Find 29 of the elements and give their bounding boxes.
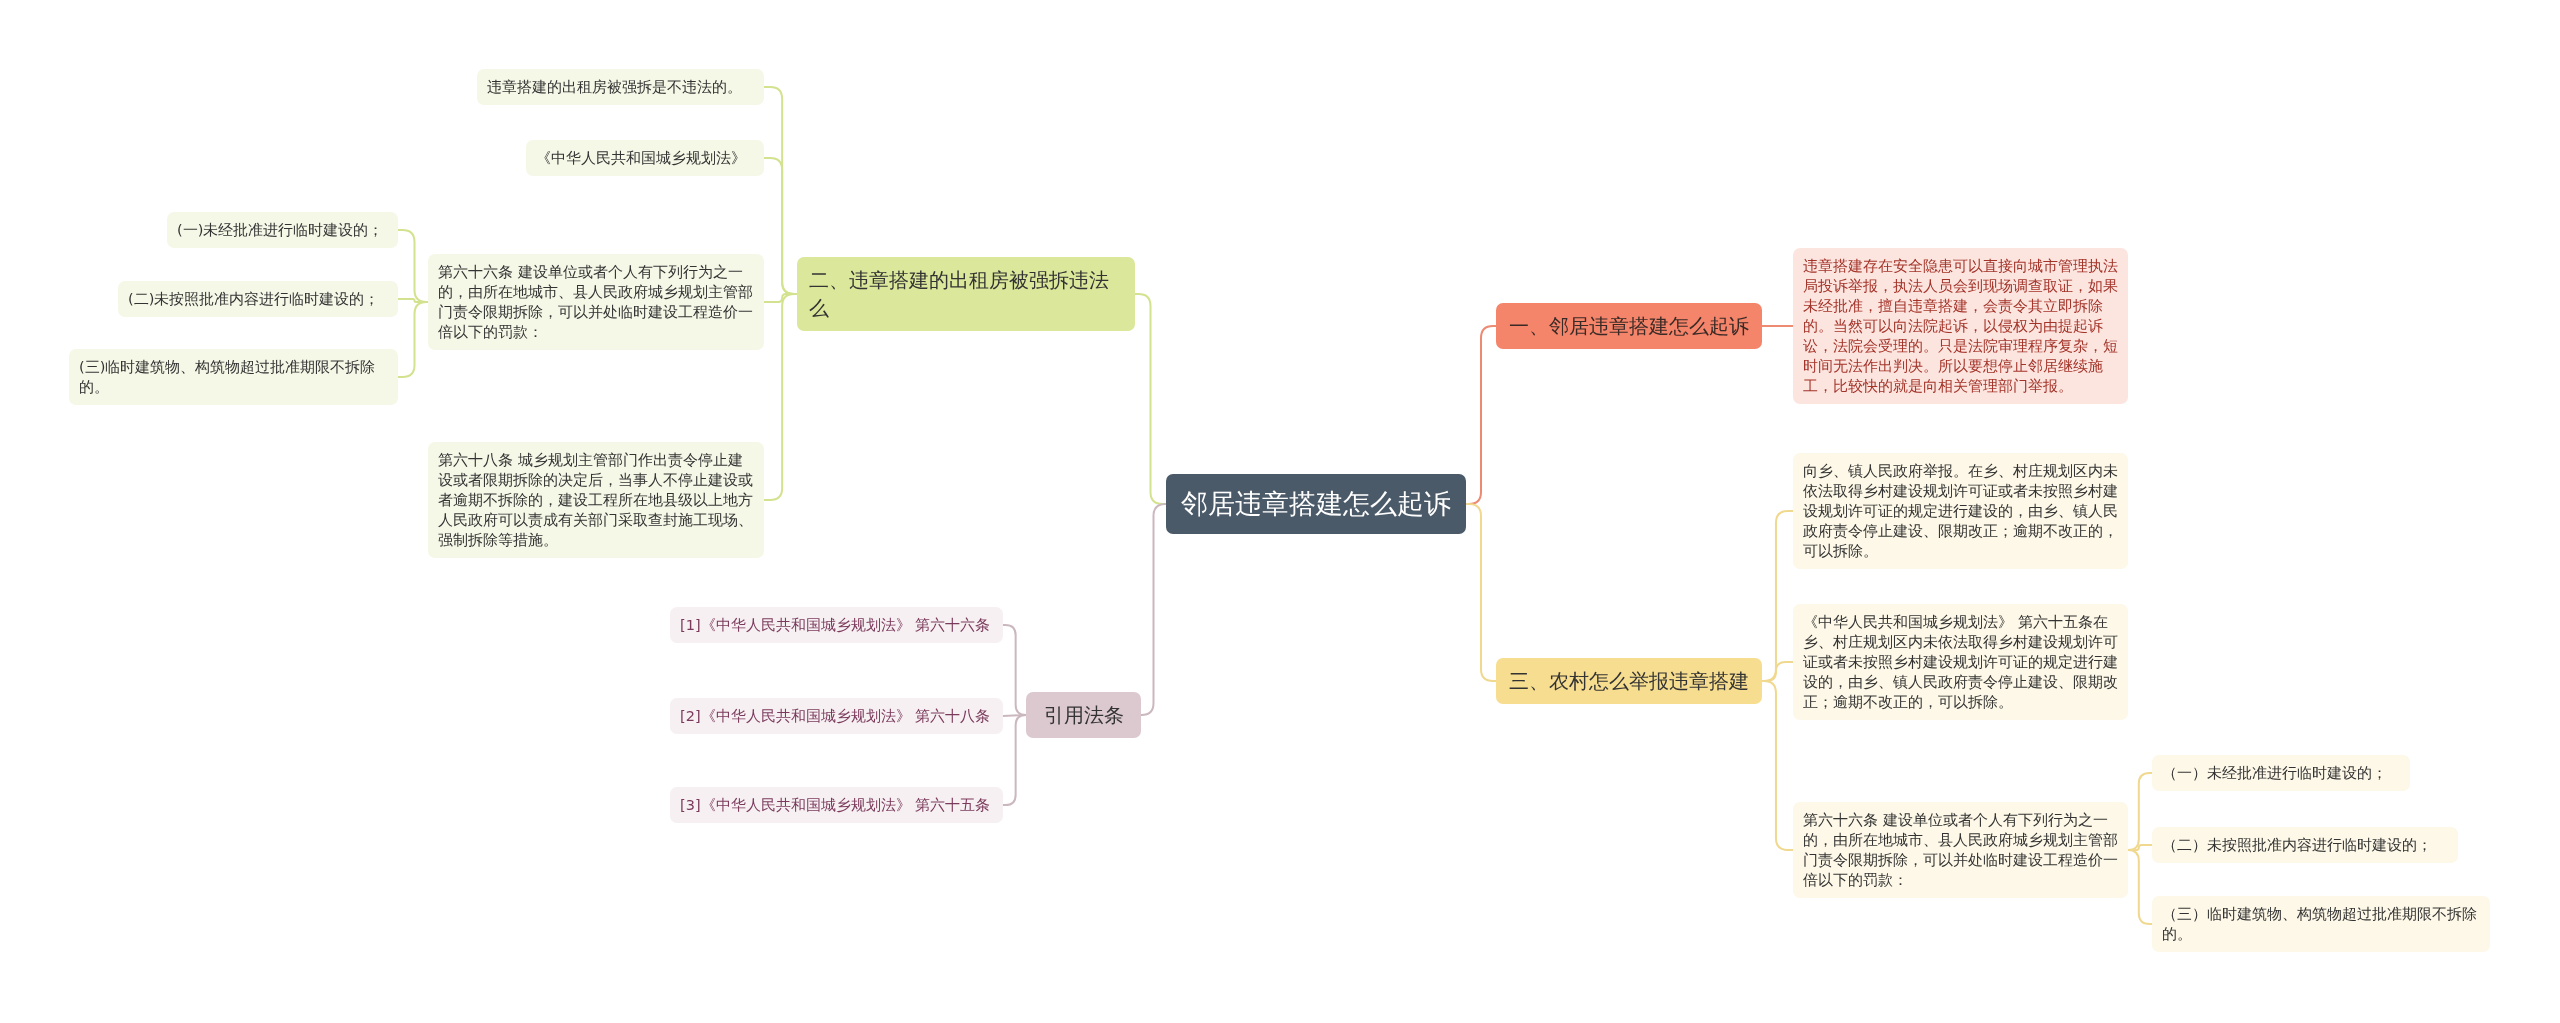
note-box: 违章搭建的出租房被强拆是不违法的。 xyxy=(477,69,764,105)
note-box: (三)临时建筑物、构筑物超过批准期限不拆除的。 xyxy=(69,349,398,405)
note-box: (一)未经批准进行临时建设的； xyxy=(167,212,398,248)
topic-box: 邻居违章搭建怎么起诉 xyxy=(1166,474,1466,534)
connector-line xyxy=(1761,680,1794,851)
branch-box: 一、邻居违章搭建怎么起诉 xyxy=(1496,303,1762,349)
connector-line xyxy=(1761,325,1794,327)
note-box: （二）未按照批准内容进行临时建设的； xyxy=(2152,827,2458,863)
connector-line xyxy=(2127,849,2153,925)
note-box: 第六十六条 建设单位或者个人有下列行为之一的，由所在地城市、县人民政府城乡规划主管部门责令限期拆除，可以并处临时建设工程造价一倍以下的罚款： xyxy=(428,254,764,350)
connector-line xyxy=(1465,503,1497,682)
note-box: 《中华人民共和国城乡规划法》 xyxy=(526,140,764,176)
connector-line xyxy=(1140,503,1167,716)
note-box: （三）临时建筑物、构筑物超过批准期限不拆除的。 xyxy=(2152,896,2490,952)
citation-box: [1]《中华人民共和国城乡规划法》 第六十六条 xyxy=(670,607,1003,643)
branch-box: 引用法条 xyxy=(1026,692,1141,738)
connector-line xyxy=(1002,714,1027,806)
note-box: (二)未按照批准内容进行临时建设的； xyxy=(118,281,398,317)
note-box: 《中华人民共和国城乡规划法》 第六十五条在乡、村庄规划区内未依法取得乡村建设规划许可证或者未按照乡村建设规划许可证的规定进行建设的，由乡、镇人民政府责令停止建设、限期改正；逾期不改正的，可以拆除。 xyxy=(1793,604,2128,720)
note-box: 向乡、镇人民政府举报。在乡、村庄规划区内未依法取得乡村建设规划许可证或者未按照乡村建设规划许可证的规定进行建设的，由乡、镇人民政府责令停止建设、限期改正；逾期不改正的，可以拆除。 xyxy=(1793,453,2128,569)
branch-box: 二、违章搭建的出租房被强拆违法么 xyxy=(797,257,1135,331)
note-box: 第六十六条 建设单位或者个人有下列行为之一的，由所在地城市、县人民政府城乡规划主管部门责令限期拆除，可以并处临时建设工程造价一倍以下的罚款： xyxy=(1793,802,2128,898)
citation-box: [2]《中华人民共和国城乡规划法》 第六十八条 xyxy=(670,698,1003,734)
connector-line xyxy=(397,301,429,378)
note-box: 第六十八条 城乡规划主管部门作出责令停止建设或者限期拆除的决定后，当事人不停止建设或者逾期不拆除的，建设工程所在地县级以上地方人民政府可以责成有关部门采取查封施工现场、强制拆除等措施。 xyxy=(428,442,764,558)
note-box: （一）未经批准进行临时建设的； xyxy=(2152,755,2410,791)
citation-box: [3]《中华人民共和国城乡规划法》 第六十五条 xyxy=(670,787,1003,823)
branch-box: 三、农村怎么举报违章搭建 xyxy=(1496,658,1762,704)
note-box: 违章搭建存在安全隐患可以直接向城市管理执法局投诉举报，执法人员会到现场调查取证，如果未经批准，擅自违章搭建，会责令其立即拆除的。当然可以向法院起诉，以侵权为由提起诉讼，法院会受理的。只是法院审理程序复杂，短时间无法作出判决。所以要想停止邻居继续施工，比较快的就是向相关管理部门举报。 xyxy=(1793,248,2128,404)
